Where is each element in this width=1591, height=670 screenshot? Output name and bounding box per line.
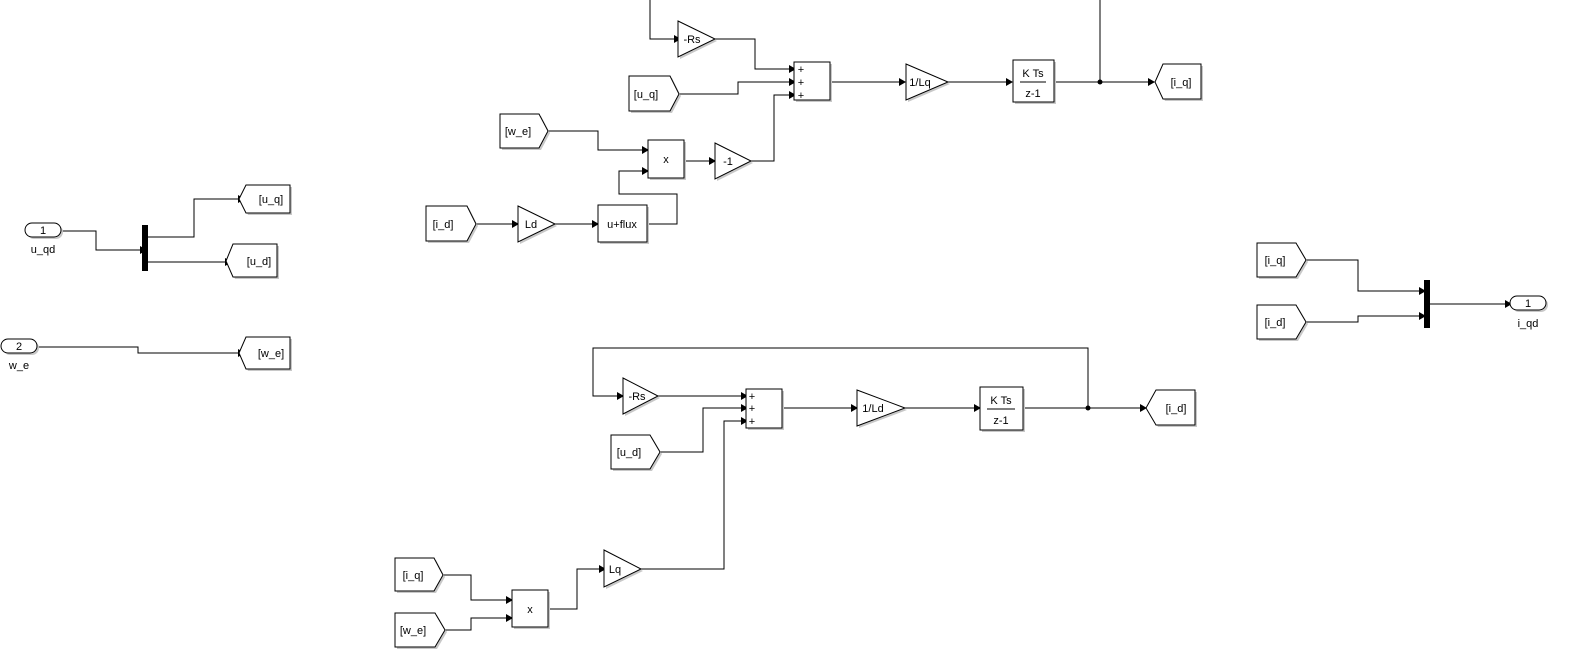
gain-ld-q[interactable]: Ld xyxy=(517,205,557,244)
from-tag-label: [i_d] xyxy=(1265,317,1286,329)
outport-label: i_qd xyxy=(1518,318,1539,330)
gain-minus-rs-q[interactable]: -Rs xyxy=(677,20,717,59)
goto-tag-label: [u_q] xyxy=(259,194,283,206)
gain-inv-lq[interactable]: 1/Lq xyxy=(905,63,950,102)
integrator-numerator: K Ts xyxy=(990,395,1012,407)
from-u-d[interactable]: [u_d] xyxy=(610,434,662,471)
goto-i-d[interactable]: [i_d] xyxy=(1145,389,1197,427)
gain-inv-ld[interactable]: 1/Ld xyxy=(856,389,907,428)
from-tag-label: [w_e] xyxy=(400,625,426,637)
product-label: x xyxy=(527,604,533,616)
sum-sign: + xyxy=(749,403,755,415)
sum-sign: + xyxy=(749,416,755,428)
product-label: x xyxy=(663,154,669,166)
gain-label: 1/Lq xyxy=(909,77,930,89)
outport-number: 1 xyxy=(1525,298,1531,310)
goto-tag-label: [w_e] xyxy=(258,348,284,360)
integrator-denominator: z-1 xyxy=(993,415,1008,427)
from-i-d-q[interactable]: [i_d] xyxy=(425,205,478,243)
from-tag-label: [u_q] xyxy=(634,89,658,101)
goto-w-e[interactable]: [w_e] xyxy=(238,336,292,371)
outport-i-qd[interactable]: 1 i_qd xyxy=(1509,295,1548,330)
from-tag-label: [w_e] xyxy=(505,126,531,138)
gain-label: 1/Ld xyxy=(862,403,883,415)
from-i-q-out[interactable]: [i_q] xyxy=(1256,242,1308,279)
goto-u-d[interactable]: [u_d] xyxy=(225,243,279,279)
sum-sign: + xyxy=(749,391,755,403)
fcn-u-plus-flux[interactable]: u+flux xyxy=(597,204,649,244)
goto-tag-label: [i_q] xyxy=(1171,77,1192,89)
gain-minus-rs-d[interactable]: -Rs xyxy=(622,377,660,416)
from-tag-label: [i_q] xyxy=(403,570,424,582)
goto-tag-label: [i_d] xyxy=(1166,403,1187,415)
discrete-integrator-q[interactable]: K Ts z-1 xyxy=(1012,59,1056,104)
gain-label: -1 xyxy=(723,156,733,168)
inport-label: w_e xyxy=(8,360,29,372)
inport-label: u_qd xyxy=(31,244,55,256)
inport-number: 2 xyxy=(16,341,22,353)
from-w-e-d[interactable]: [w_e] xyxy=(394,612,447,649)
from-tag-label: [i_d] xyxy=(433,219,454,231)
arrowheads xyxy=(140,35,1512,622)
from-i-d-out[interactable]: [i_d] xyxy=(1256,304,1308,341)
gain-lq-d[interactable]: Lq xyxy=(603,549,643,589)
demux-block[interactable] xyxy=(142,225,148,271)
gain-label: -Rs xyxy=(683,34,701,46)
gain-label: Lq xyxy=(609,564,621,576)
sum-sign: + xyxy=(798,90,804,102)
inport-u-qd[interactable]: 1 u_qd xyxy=(24,222,63,256)
sum-sign: + xyxy=(798,77,804,89)
fcn-expression: u+flux xyxy=(607,219,637,231)
branch-point xyxy=(1085,405,1091,411)
product-block-d[interactable]: x xyxy=(511,589,550,629)
integrator-denominator: z-1 xyxy=(1025,88,1040,100)
goto-tag-label: [u_d] xyxy=(247,256,271,268)
inport-w-e[interactable]: 2 w_e xyxy=(0,338,39,372)
goto-i-q[interactable]: [i_q] xyxy=(1154,63,1203,101)
from-tag-label: [u_d] xyxy=(617,447,641,459)
discrete-integrator-d[interactable]: K Ts z-1 xyxy=(979,386,1025,432)
from-i-q-d[interactable]: [i_q] xyxy=(394,557,445,593)
gain-label: Ld xyxy=(525,219,537,231)
signal-lines xyxy=(37,0,1506,631)
product-block-q[interactable]: x xyxy=(647,139,686,180)
branch-point xyxy=(1097,79,1103,85)
sum-block-d[interactable]: + + + xyxy=(745,388,784,430)
from-tag-label: [i_q] xyxy=(1265,255,1286,267)
integrator-numerator: K Ts xyxy=(1022,68,1044,80)
goto-u-q[interactable]: [u_q] xyxy=(238,184,292,215)
gain-minus-one[interactable]: -1 xyxy=(714,142,753,181)
gain-label: -Rs xyxy=(628,391,646,403)
from-u-q[interactable]: [u_q] xyxy=(628,75,681,113)
from-w-e-q[interactable]: [w_e] xyxy=(499,113,550,150)
sum-sign: + xyxy=(798,64,804,76)
inport-number: 1 xyxy=(40,225,46,237)
mux-block[interactable] xyxy=(1424,280,1430,328)
sum-block-q[interactable]: + + + xyxy=(793,61,832,102)
